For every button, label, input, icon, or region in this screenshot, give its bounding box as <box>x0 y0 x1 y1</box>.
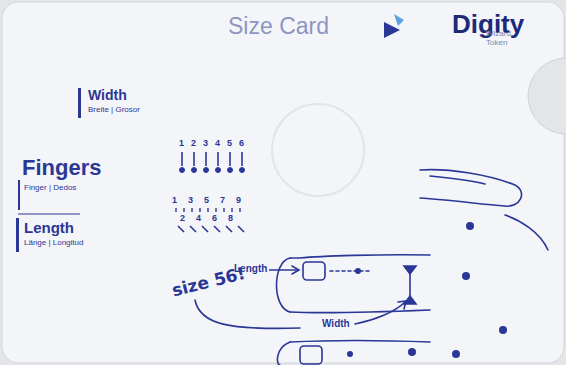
ruler-tick <box>215 208 216 212</box>
ruler-number: 8 <box>228 214 233 224</box>
ruler-number: 2 <box>191 139 196 149</box>
ruler-tick <box>238 226 244 232</box>
ruler-number: 3 <box>188 196 193 206</box>
ruler-number: 4 <box>196 214 201 224</box>
ruler-tick <box>231 208 232 212</box>
token-label: Wizard Token <box>486 30 524 48</box>
ruler-tick <box>193 152 195 166</box>
ruler-tick <box>181 152 183 166</box>
ruler-tick <box>199 208 200 212</box>
ruler-tick <box>183 208 184 212</box>
ruler-tick <box>214 226 220 232</box>
section-heading: Length <box>24 220 74 237</box>
ruler-tick <box>223 208 224 212</box>
ruler-tick <box>190 226 196 232</box>
ruler-tick <box>217 152 219 166</box>
dimension-label: Width <box>320 318 352 329</box>
ruler-tick <box>205 152 207 166</box>
ruler-tick <box>207 208 208 212</box>
ruler-tick <box>178 226 184 232</box>
ruler-number: 2 <box>180 214 185 224</box>
ruler-dot <box>192 168 197 173</box>
handwritten-note: size 56! <box>170 264 247 300</box>
ruler-number: 9 <box>236 196 241 206</box>
translation-note: Finger | Dedos <box>24 184 76 193</box>
ruler-tick <box>239 208 240 212</box>
translation-note: Breite | Grosor <box>88 106 140 115</box>
ruler-number: 6 <box>212 214 217 224</box>
ruler-tick <box>175 208 176 212</box>
section-heading: Width <box>88 88 127 103</box>
ruler-number: 6 <box>239 139 244 149</box>
ruler-number: 7 <box>220 196 225 206</box>
ruler-number: 5 <box>204 196 209 206</box>
ruler-tick <box>226 226 232 232</box>
ruler-tick <box>191 208 192 212</box>
ruler-tick <box>229 152 231 166</box>
ruler-number: 3 <box>203 139 208 149</box>
ruler-tick <box>202 226 208 232</box>
ruler-dot <box>240 168 245 173</box>
ruler-number: 1 <box>172 196 177 206</box>
ruler-number: 4 <box>215 139 220 149</box>
ruler-dot <box>216 168 221 173</box>
ruler-number: 1 <box>179 139 184 149</box>
ruler-dot <box>204 168 209 173</box>
translation-note: Länge | Longitud <box>24 239 83 248</box>
ruler-tick <box>241 152 243 166</box>
ruler-number: 5 <box>227 139 232 149</box>
section-heading: Fingers <box>22 156 101 180</box>
ruler-dot <box>228 168 233 173</box>
ruler-dot <box>180 168 185 173</box>
card-title: Size Card <box>228 14 329 39</box>
